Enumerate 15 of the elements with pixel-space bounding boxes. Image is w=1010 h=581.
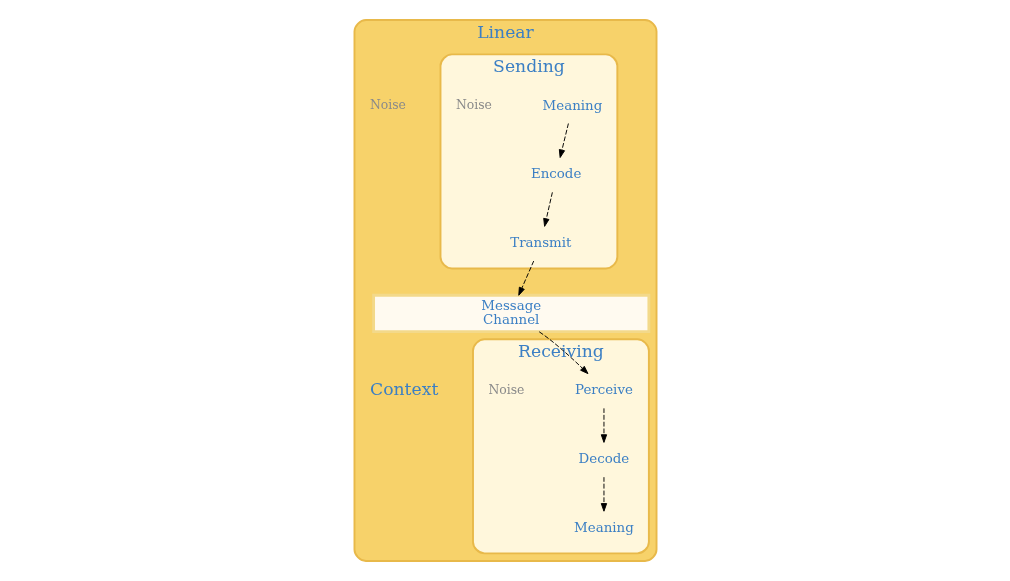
arrow xyxy=(538,331,588,375)
node-text: Meaning xyxy=(542,97,602,113)
label: Noise xyxy=(487,382,524,398)
label: Noise xyxy=(369,97,406,113)
arrow xyxy=(558,123,569,158)
node-box: Message Channel xyxy=(371,293,650,334)
arrow xyxy=(542,191,553,227)
node-text: Encode xyxy=(530,166,581,182)
node-text: Perceive xyxy=(574,382,633,398)
arrow xyxy=(600,476,607,512)
node-text: Meaning xyxy=(573,520,634,536)
label: Noise xyxy=(455,97,492,113)
node-text: Transmit xyxy=(509,235,571,251)
arrow xyxy=(600,407,607,443)
node-text: Decode xyxy=(578,451,629,467)
